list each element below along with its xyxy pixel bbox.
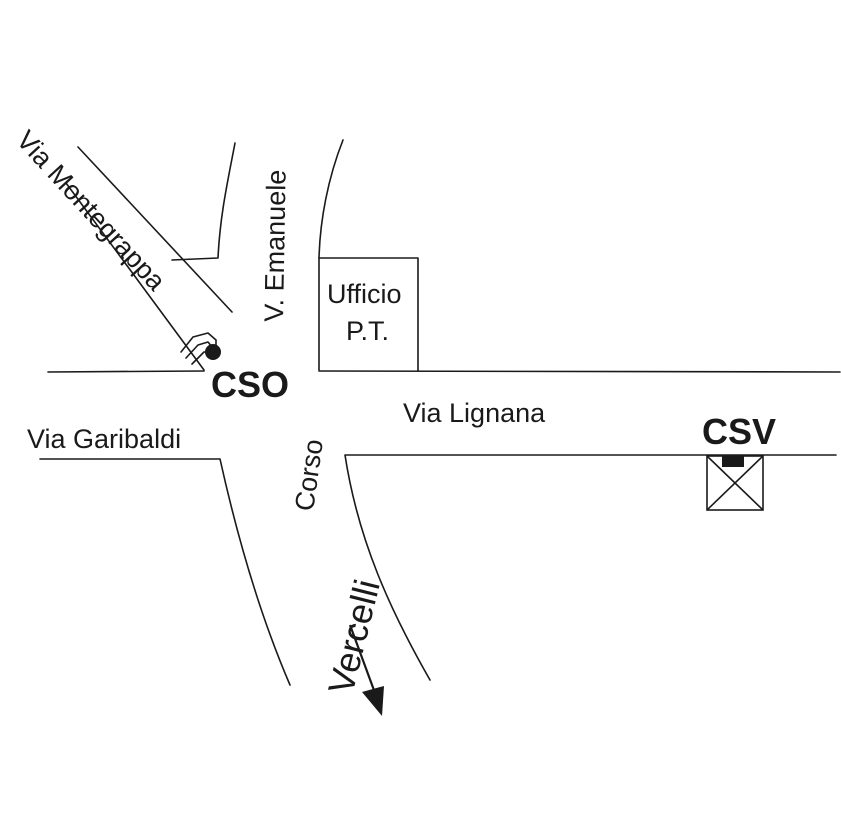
via-lignana-label: Via Lignana bbox=[403, 398, 546, 428]
via-garibaldi-label: Via Garibaldi bbox=[27, 424, 181, 454]
corso-label: Corso bbox=[289, 437, 329, 513]
via-garibaldi-south-edge bbox=[39, 458, 291, 686]
ufficio-label: Ufficio bbox=[327, 279, 402, 309]
v-emanuele-label: V. Emanuele bbox=[259, 169, 292, 322]
via-montegrappa-north-edge bbox=[77, 146, 233, 313]
cso-marker-icon bbox=[180, 332, 221, 365]
vercelli-direction-arrow-icon bbox=[348, 624, 384, 716]
pt-label: P.T. bbox=[346, 316, 389, 346]
vercelli-label: Vercelli bbox=[320, 575, 388, 698]
via-lignana-north-edge bbox=[318, 370, 841, 373]
v-emanuele-west-edge bbox=[171, 142, 236, 261]
via-montegrappa-label: Via Montegrappa bbox=[11, 125, 172, 297]
v-emanuele-east-edge bbox=[318, 139, 344, 371]
csv-label: CSV bbox=[702, 411, 776, 452]
ufficio-pt-building bbox=[318, 257, 419, 372]
cso-label: CSO bbox=[211, 364, 289, 405]
via-montegrappa-south-edge bbox=[65, 182, 205, 371]
csv-marker-icon bbox=[706, 455, 764, 511]
via-lignana-south-edge bbox=[344, 454, 837, 681]
via-garibaldi-north-edge bbox=[47, 370, 205, 373]
